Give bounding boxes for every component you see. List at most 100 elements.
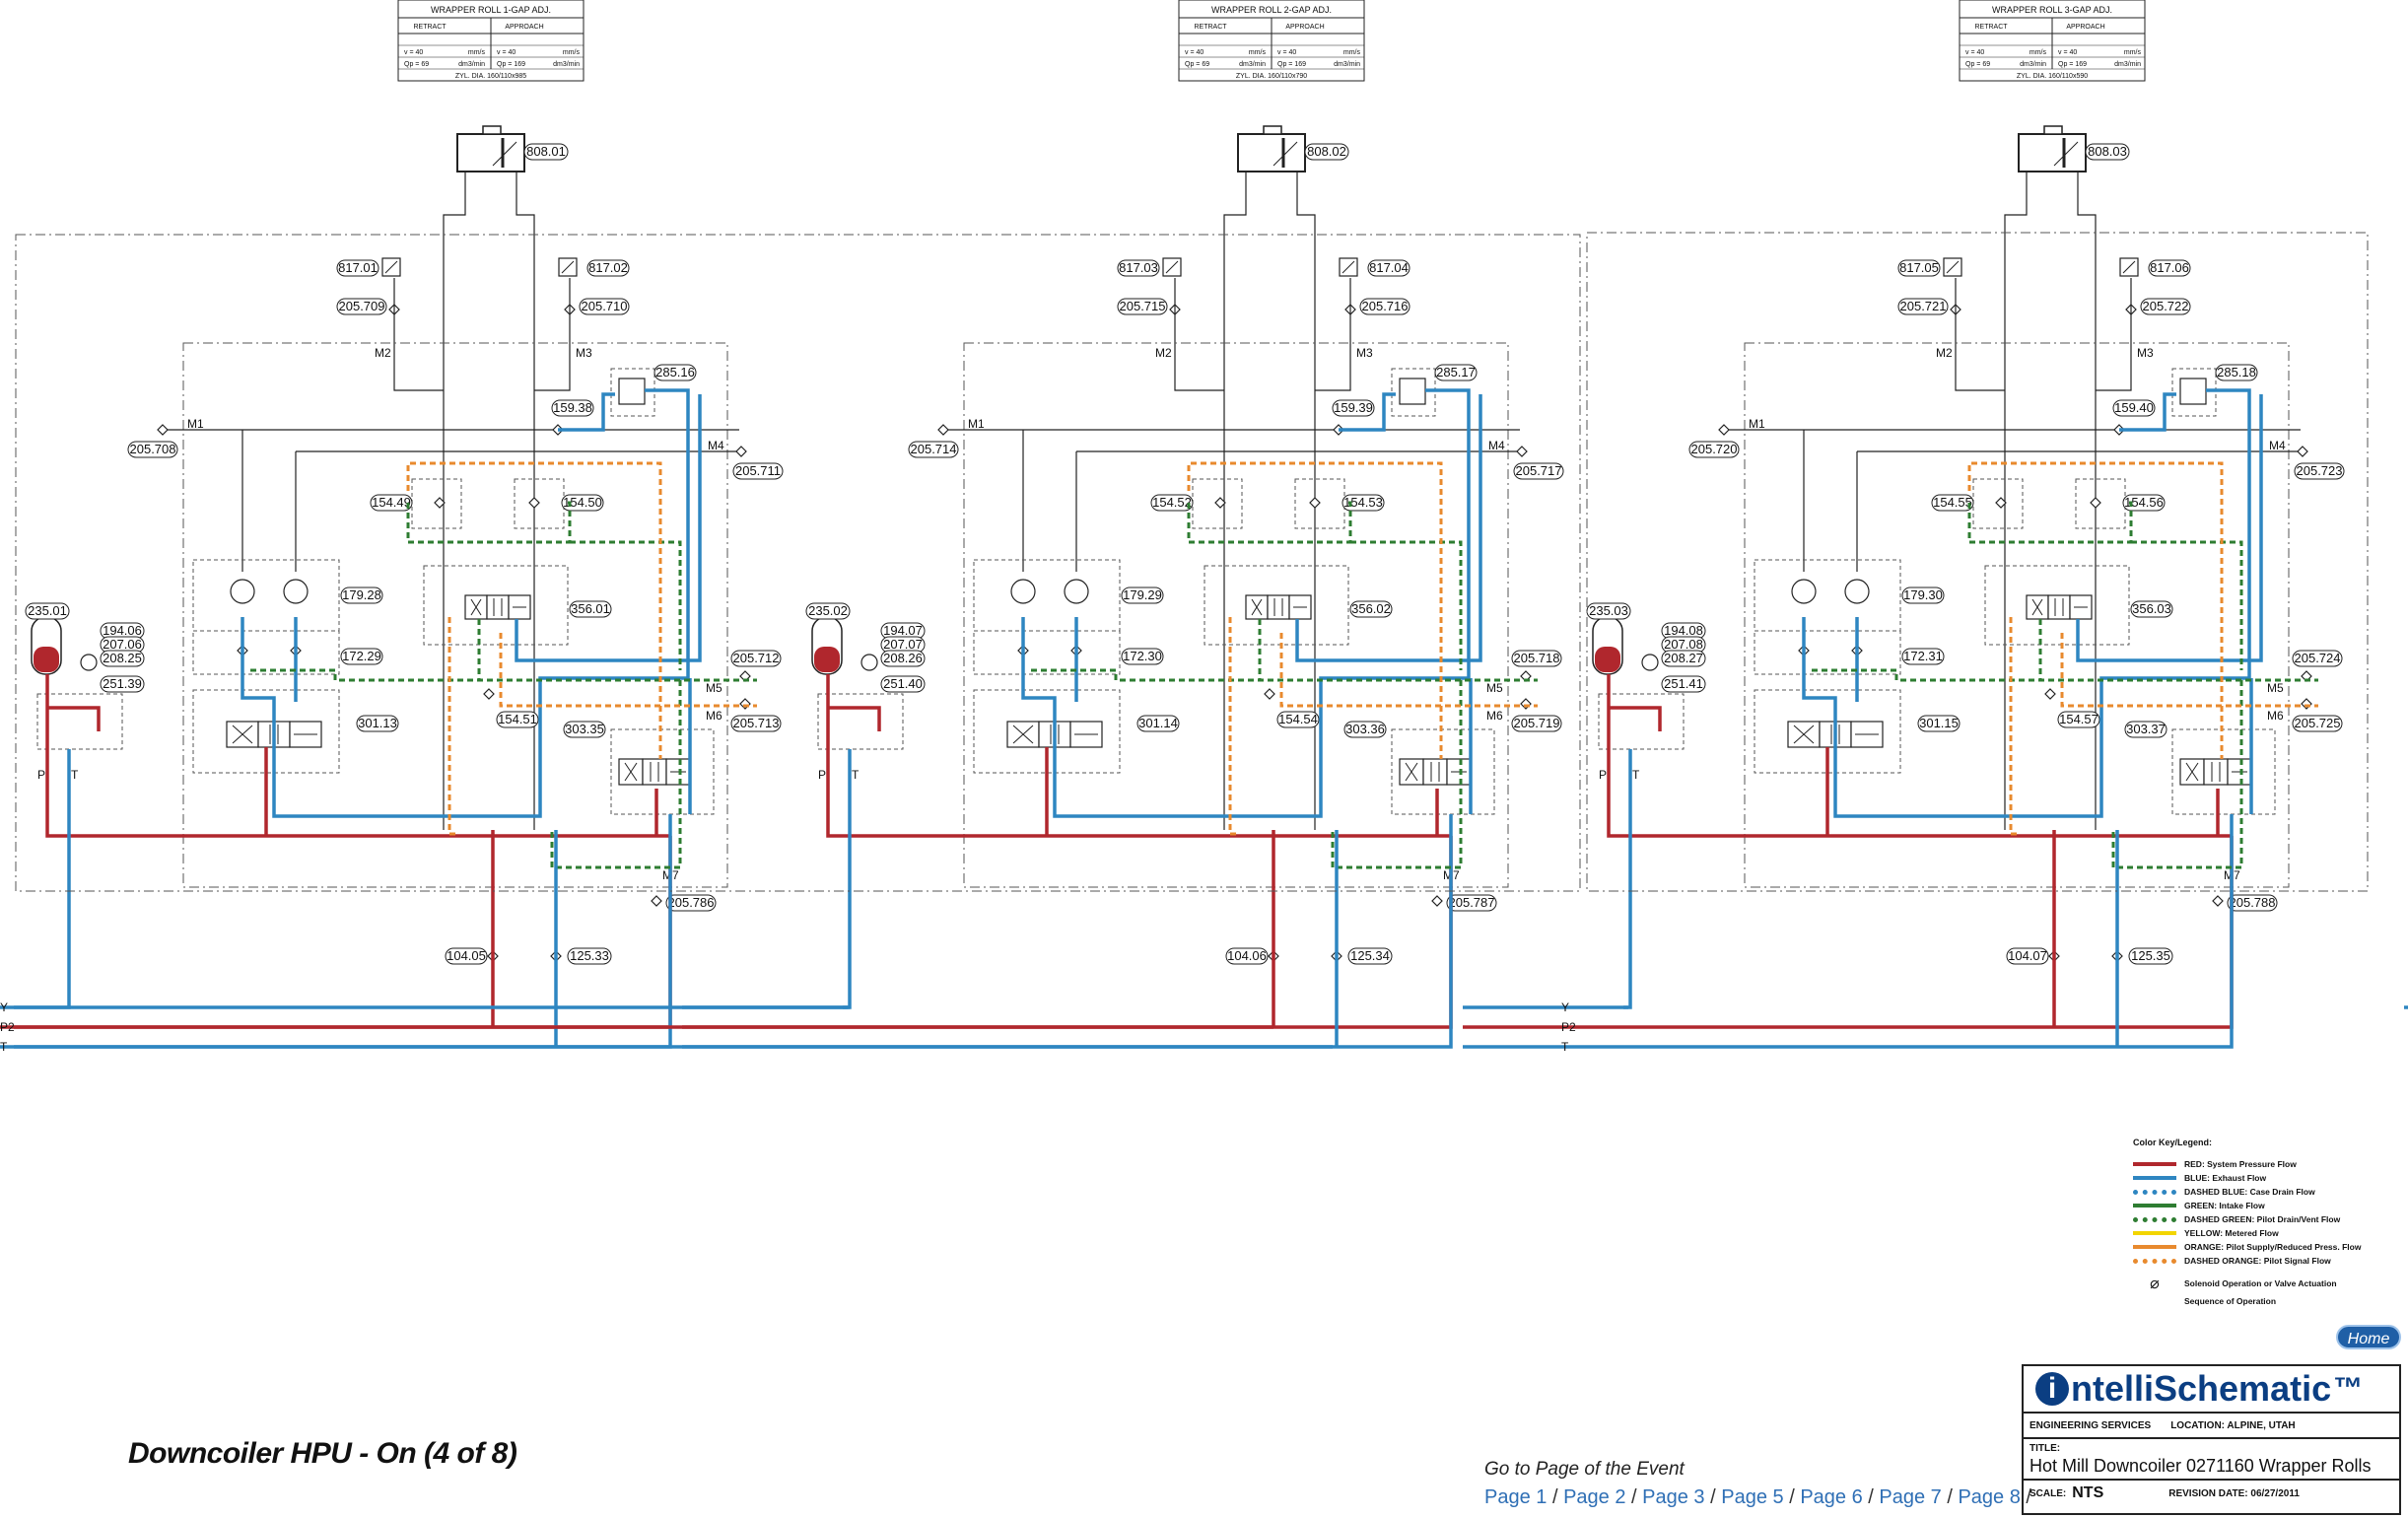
nav-link-page-8[interactable]: Page 8 — [1958, 1486, 2021, 1508]
tag-bubble — [908, 441, 959, 458]
tag-bubble — [2085, 143, 2130, 161]
component-tag: 179.30 — [1901, 586, 1945, 604]
valve-arrow — [470, 598, 482, 616]
valve-cell — [1422, 758, 1448, 786]
tag-bubble — [1661, 675, 1706, 693]
component-tag: 194.08 — [1661, 622, 1706, 640]
port-label-m6: M6 — [706, 709, 722, 723]
tag-text: 205.713 — [733, 716, 780, 730]
relief-valve-box — [610, 368, 655, 417]
port-label-m4: M4 — [2269, 439, 2286, 452]
p2-pressure-line — [0, 836, 672, 1029]
tag-bubble — [336, 259, 379, 277]
exhaust-line — [2119, 392, 2176, 432]
color-legend: Color Key/Legend: RED: System Pressure F… — [2133, 1138, 2399, 1309]
legend-label: GREEN: Intake Flow — [2184, 1201, 2265, 1210]
pilot-drain-line — [1812, 668, 2318, 682]
tag-text: 808.02 — [1307, 144, 1346, 159]
tag-text: 154.52 — [1152, 495, 1192, 510]
cylinder-diagonal — [1273, 141, 1298, 167]
legend-item: RED: System Pressure Flow — [2133, 1157, 2399, 1171]
nav-separator: / — [1947, 1486, 1959, 1508]
table-title: WRAPPER ROLL 1-GAP ADJ. — [431, 5, 551, 15]
table-flow-retract: Qp = 69 — [1185, 61, 1209, 68]
nav-link-page-1[interactable]: Page 1 — [1484, 1486, 1548, 1508]
nav-link-page-3[interactable]: Page 3 — [1642, 1486, 1705, 1508]
nav-link-page-5[interactable]: Page 5 — [1721, 1486, 1784, 1508]
directional-valve-icon — [1006, 721, 1103, 748]
port-label-m6: M6 — [1486, 709, 1503, 723]
valve-block — [423, 565, 569, 646]
tag-text: 301.13 — [358, 716, 397, 730]
legend-swatch — [2133, 1162, 2176, 1166]
valve-cell — [642, 758, 667, 786]
tag-bubble — [730, 650, 782, 667]
exhaust-line — [682, 749, 852, 1009]
line-label-p2: P2 — [1561, 1020, 1576, 1034]
component-tag: 154.54 — [1276, 711, 1320, 728]
system-pressure-line — [45, 674, 670, 838]
tag-bubble — [2294, 462, 2345, 480]
tag-bubble — [1117, 259, 1160, 277]
legend-item: BLUE: Exhaust Flow — [2133, 1171, 2399, 1185]
exhaust-line — [558, 392, 615, 432]
tag-bubble — [1897, 298, 1949, 315]
tag-text: 301.14 — [1138, 716, 1178, 730]
tag-bubble — [1150, 494, 1194, 512]
pilot-check-valve-icon — [2090, 497, 2101, 509]
nav-link-page-2[interactable]: Page 2 — [1563, 1486, 1626, 1508]
home-button[interactable]: Home — [2336, 1325, 2401, 1349]
table-flow-unit: dm3/min — [458, 61, 485, 68]
component-tag: 208.27 — [1661, 650, 1706, 667]
nav-link-page-6[interactable]: Page 6 — [1800, 1486, 1863, 1508]
nav-separator: / — [1631, 1486, 1643, 1508]
cylinder-tag: 808.02 — [1304, 143, 1349, 161]
tag-bubble — [2112, 399, 2156, 417]
valve-arrow — [232, 724, 253, 744]
check-valve-body — [157, 424, 169, 436]
tag-bubble — [2140, 298, 2191, 315]
check-valve-body — [2297, 446, 2308, 457]
outer-boundary — [1586, 232, 2369, 892]
tag-text: 194.07 — [883, 623, 923, 638]
pilot-signal-line — [499, 633, 757, 708]
valve-arrow — [1405, 762, 1418, 782]
flow-control-block — [192, 559, 340, 632]
pilot-check-valve-icon — [1995, 497, 2007, 509]
gauge-line — [1315, 278, 1351, 391]
nav-link-page-7[interactable]: Page 7 — [1879, 1486, 1942, 1508]
test-point-icon — [1718, 424, 1730, 436]
tag-bubble — [1347, 947, 1393, 965]
tag-bubble — [1225, 947, 1269, 965]
component-tag: 205.716 — [1359, 298, 1410, 315]
tag-text: 251.39 — [103, 676, 142, 691]
pilot-check-box — [1294, 478, 1345, 529]
component-tag: 154.49 — [370, 494, 413, 512]
check-valve-icon — [483, 688, 495, 700]
relief-valve-icon — [618, 378, 646, 405]
tag-bubble — [1434, 364, 1478, 381]
accumulator-block — [36, 693, 123, 750]
tag-bubble — [2128, 947, 2173, 965]
tag-text: 356.01 — [571, 601, 610, 616]
tag-bubble — [356, 715, 399, 732]
pilot-signal-line — [447, 617, 457, 836]
check-valve-body — [483, 688, 495, 700]
valve-block — [610, 728, 715, 815]
legend-item: GREEN: Intake Flow — [2133, 1199, 2399, 1212]
pilot-signal-line — [1967, 461, 2224, 759]
component-tag: 817.04 — [1367, 259, 1410, 277]
tag-text: 205.712 — [733, 651, 780, 665]
valve-cell — [1267, 594, 1290, 620]
tag-text: 207.08 — [1664, 637, 1703, 652]
legend-item: DASHED BLUE: Case Drain Flow — [2133, 1185, 2399, 1199]
tag-bubble — [1349, 600, 1393, 618]
component-tag: 154.53 — [1342, 494, 1385, 512]
pilot-drain-line — [2131, 540, 2243, 670]
check-valve-body — [2044, 688, 2056, 700]
tag-bubble — [336, 298, 387, 315]
tag-bubble — [1917, 715, 1961, 732]
line-label-t: T — [1561, 1040, 1569, 1054]
